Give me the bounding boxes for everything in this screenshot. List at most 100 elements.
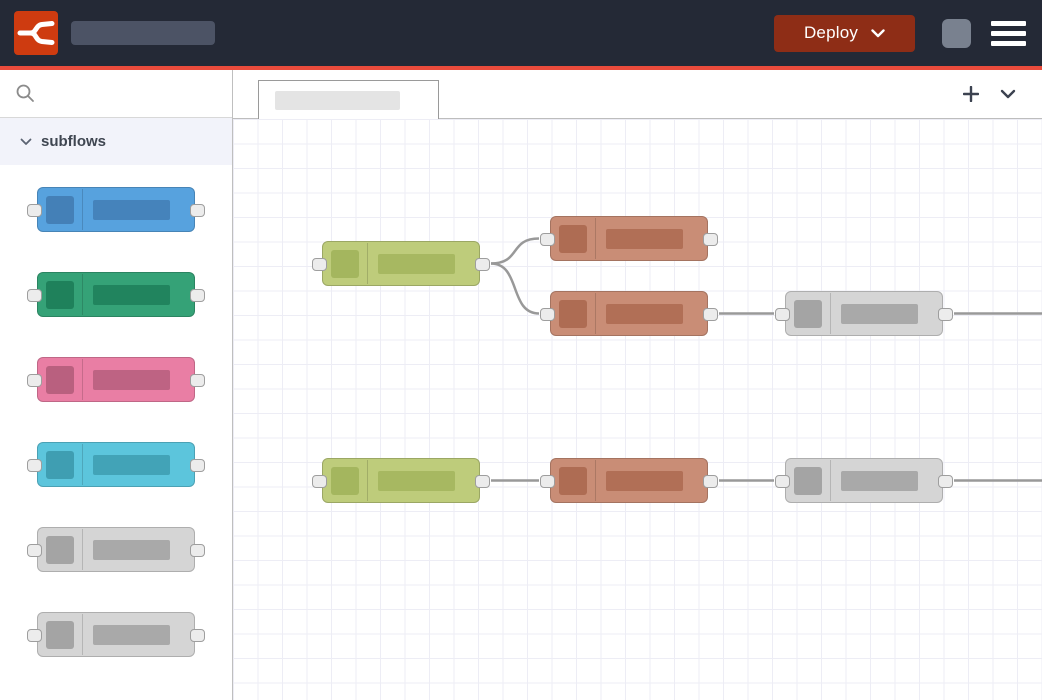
node-divider (82, 274, 83, 315)
subflow-node-blue[interactable] (27, 187, 205, 232)
node-output-port[interactable] (190, 289, 205, 302)
chevron-down-icon (871, 28, 885, 37)
node-icon (794, 300, 822, 328)
flow-tab-bar (233, 70, 1042, 119)
node-input-port[interactable] (775, 308, 790, 321)
node-output-port[interactable] (703, 233, 718, 246)
node-label-placeholder (93, 540, 170, 560)
node-input-port[interactable] (540, 475, 555, 488)
node-label-placeholder (606, 304, 683, 324)
node-icon (46, 196, 74, 224)
node-input-port[interactable] (540, 233, 555, 246)
node-input-port[interactable] (27, 374, 42, 387)
flow-node-salmon-3[interactable] (540, 458, 718, 503)
flow-node-salmon-1[interactable] (540, 216, 718, 261)
palette-search[interactable] (0, 70, 232, 118)
header: Deploy (0, 0, 1042, 66)
chevron-down-icon (1000, 89, 1016, 99)
node-divider (82, 189, 83, 230)
node-output-port[interactable] (703, 475, 718, 488)
node-label-placeholder (606, 471, 683, 491)
deploy-button-label: Deploy (803, 23, 859, 42)
node-output-port[interactable] (190, 204, 205, 217)
node-label-placeholder (378, 254, 455, 274)
node-input-port[interactable] (540, 308, 555, 321)
hamburger-menu-icon[interactable] (991, 19, 1026, 48)
deploy-button[interactable]: Deploy (774, 14, 915, 52)
node-output-port[interactable] (190, 544, 205, 557)
search-icon (16, 84, 34, 102)
node-input-port[interactable] (27, 289, 42, 302)
flow-canvas[interactable] (233, 119, 1042, 700)
wire[interactable] (490, 262, 540, 315)
node-divider (595, 293, 596, 334)
node-icon (331, 467, 359, 495)
add-flow-button[interactable] (961, 84, 981, 104)
flow-node-olive-2[interactable] (312, 458, 490, 503)
node-label-placeholder (93, 285, 170, 305)
workspace (233, 70, 1042, 700)
node-output-port[interactable] (703, 308, 718, 321)
node-label-placeholder (93, 455, 170, 475)
wire[interactable] (490, 237, 540, 265)
node-divider (830, 293, 831, 334)
node-label-placeholder (378, 471, 455, 491)
user-avatar[interactable] (942, 18, 971, 48)
node-divider (82, 359, 83, 400)
node-divider (830, 460, 831, 501)
node-icon (46, 366, 74, 394)
node-output-port[interactable] (190, 459, 205, 472)
node-palette: subflows (0, 70, 233, 700)
node-label-placeholder (841, 304, 918, 324)
node-divider (82, 614, 83, 655)
header-accent-line (0, 66, 1042, 70)
node-divider (82, 444, 83, 485)
palette-category-subflows[interactable]: subflows (0, 118, 232, 165)
node-icon (331, 250, 359, 278)
node-input-port[interactable] (312, 258, 327, 271)
flow-node-gray-2[interactable] (775, 458, 953, 503)
node-output-port[interactable] (190, 629, 205, 642)
node-input-port[interactable] (27, 629, 42, 642)
node-output-port[interactable] (938, 475, 953, 488)
node-input-port[interactable] (312, 475, 327, 488)
node-label-placeholder (841, 471, 918, 491)
node-output-port[interactable] (475, 258, 490, 271)
flow-node-salmon-2[interactable] (540, 291, 718, 336)
node-divider (595, 218, 596, 259)
node-icon (46, 536, 74, 564)
node-input-port[interactable] (27, 544, 42, 557)
node-input-port[interactable] (775, 475, 790, 488)
node-input-port[interactable] (27, 204, 42, 217)
header-title-placeholder (71, 21, 215, 45)
node-label-placeholder (93, 370, 170, 390)
subflow-node-gray-2[interactable] (27, 612, 205, 657)
node-output-port[interactable] (475, 475, 490, 488)
node-icon (794, 467, 822, 495)
node-icon (559, 467, 587, 495)
subflow-node-cyan[interactable] (27, 442, 205, 487)
plus-icon (963, 86, 979, 102)
flow-node-olive-1[interactable] (312, 241, 490, 286)
flow-list-button[interactable] (998, 87, 1018, 101)
node-icon (46, 281, 74, 309)
node-red-logo-icon (14, 11, 58, 55)
node-label-placeholder (606, 229, 683, 249)
subflow-node-pink[interactable] (27, 357, 205, 402)
palette-category-label: subflows (41, 133, 107, 150)
node-divider (367, 243, 368, 284)
flow-tab[interactable] (258, 80, 439, 119)
subflow-node-green[interactable] (27, 272, 205, 317)
node-output-port[interactable] (190, 374, 205, 387)
flow-tab-label-placeholder (275, 90, 400, 110)
node-label-placeholder (93, 200, 170, 220)
node-output-port[interactable] (938, 308, 953, 321)
node-input-port[interactable] (27, 459, 42, 472)
node-icon (559, 300, 587, 328)
palette-node-list (0, 165, 232, 657)
flow-node-gray-1[interactable] (775, 291, 953, 336)
subflow-node-gray-1[interactable] (27, 527, 205, 572)
node-divider (82, 529, 83, 570)
node-divider (595, 460, 596, 501)
